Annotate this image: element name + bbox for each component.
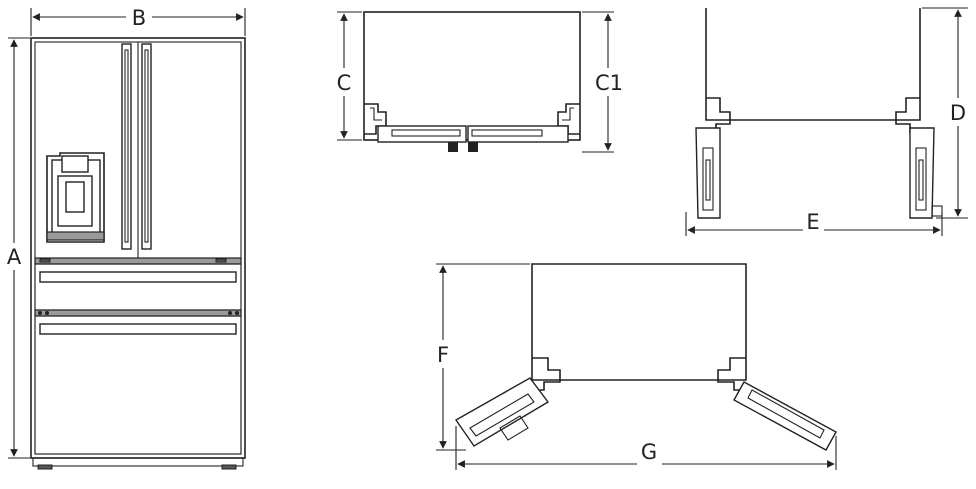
label-g: G <box>641 440 657 464</box>
left-handle-inner <box>124 49 129 243</box>
label-e: E <box>806 210 819 234</box>
left-door-closed <box>377 125 467 143</box>
dimension-d: D <box>922 7 968 219</box>
cabinet-outline-wide <box>531 263 747 381</box>
top-view-wide-open <box>454 263 837 451</box>
dimension-c1: C1 <box>582 11 623 153</box>
dimension-a: A <box>7 37 30 459</box>
fridge-front-view <box>30 37 246 470</box>
dimension-g: G <box>455 426 837 470</box>
divider-latch-right <box>215 258 227 263</box>
middle-drawer <box>34 263 242 311</box>
divider-dot-left-2 <box>45 311 49 315</box>
left-door-open90 <box>695 127 721 219</box>
fridge-base <box>32 457 244 467</box>
left-door-handle <box>121 43 132 250</box>
dimension-f: F <box>436 263 530 451</box>
divider-dot-right-1 <box>228 311 232 315</box>
cabinet-outline-closed <box>363 11 581 141</box>
right-door-open90 <box>909 127 935 219</box>
divider-band-top <box>34 257 242 265</box>
hinge-left-wide <box>532 357 561 391</box>
freezer-drawer <box>34 315 242 455</box>
label-c: C <box>337 71 352 95</box>
right-handle-inner <box>144 49 149 243</box>
right-door-closed <box>467 125 569 143</box>
hinge-right-wide <box>717 357 746 391</box>
left-handle-top <box>448 142 458 152</box>
right-door-handle <box>141 43 152 250</box>
dimension-e: E <box>685 210 943 236</box>
right-foot <box>221 464 237 470</box>
hinge-left-90 <box>700 97 731 133</box>
label-c1: C1 <box>595 71 623 95</box>
divider-band-bottom <box>34 309 242 317</box>
hinge-right-90 <box>895 97 926 133</box>
right-handle-top <box>468 142 478 152</box>
hinge-left <box>364 103 387 135</box>
freezer-drawer-handle <box>39 323 237 335</box>
divider-latch-left <box>39 258 51 263</box>
left-foot <box>37 464 53 470</box>
left-door-wide <box>454 377 550 447</box>
water-dispenser <box>46 152 105 243</box>
top-view-closed <box>363 11 581 152</box>
cabinet-outline-open90 <box>705 8 921 121</box>
right-door-wide <box>733 381 837 451</box>
label-b: B <box>132 6 146 30</box>
dimension-b: B <box>30 6 246 36</box>
label-f: F <box>437 343 449 367</box>
top-view-open-90 <box>695 8 943 219</box>
divider-dot-left-1 <box>38 311 42 315</box>
middle-drawer-handle <box>39 271 237 283</box>
divider-dot-right-2 <box>235 311 239 315</box>
label-a: A <box>7 245 22 269</box>
label-d: D <box>950 101 966 125</box>
dimension-c: C <box>337 11 362 141</box>
